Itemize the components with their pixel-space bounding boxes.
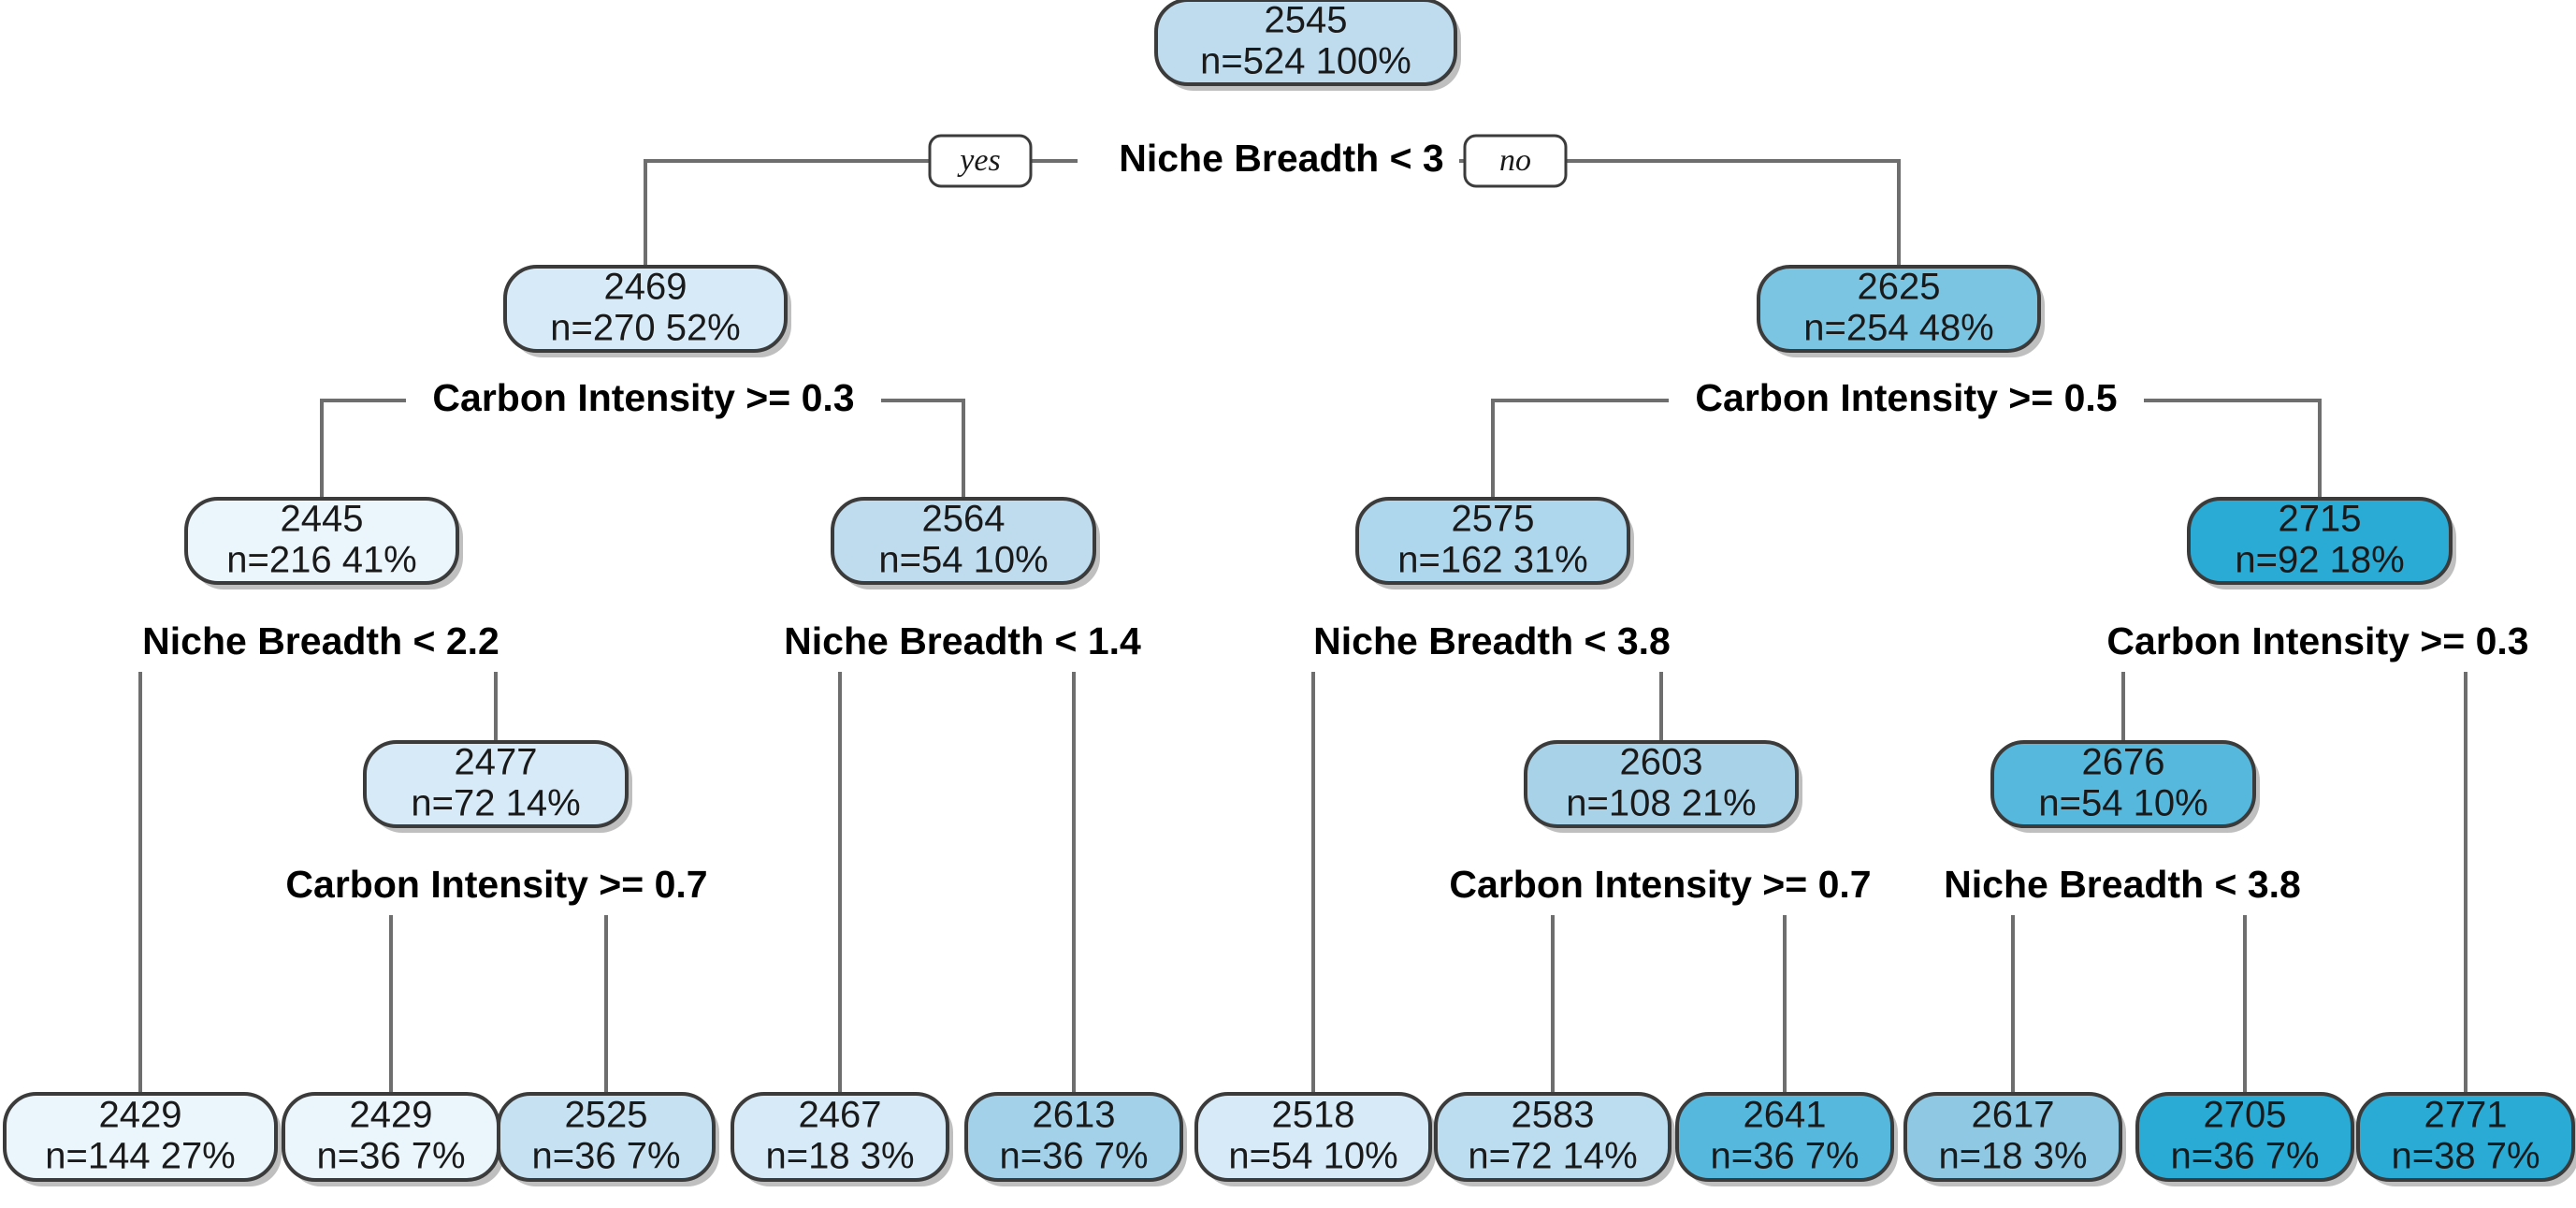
node-value: 2525	[565, 1095, 648, 1136]
tree-node-l2a[interactable]	[184, 497, 459, 585]
node-stats: n=254 48%	[1803, 308, 1994, 349]
node-value: 2564	[922, 499, 1006, 540]
split-label-layer: Niche Breadth < 3 Carbon Intensity >= 0.3…	[137, 132, 2533, 910]
node-stats: n=36 7%	[999, 1136, 1148, 1177]
split-l1b: Carbon Intensity >= 0.5	[1695, 376, 2117, 419]
split-l2a: Niche Breadth < 2.2	[142, 619, 499, 662]
edge-layer	[138, 159, 2467, 1094]
node-value: 2469	[604, 267, 687, 308]
node-stats: n=54 10%	[878, 540, 1048, 581]
split-l2b: Niche Breadth < 1.4	[784, 619, 1141, 662]
tree-edge	[1491, 399, 1669, 499]
tree-node-l3b[interactable]	[1524, 740, 1799, 828]
tree-node-leaf11[interactable]	[2356, 1092, 2575, 1182]
tree-node-leaf4[interactable]	[731, 1092, 949, 1182]
tree-edge-root	[1566, 159, 1901, 267]
node-stats: n=36 7%	[1710, 1136, 1859, 1177]
tree-node-l3a[interactable]	[363, 740, 629, 828]
tree-node-leaf7[interactable]	[1434, 1092, 1672, 1182]
node-stats: n=54 10%	[2038, 783, 2207, 824]
node-value: 2467	[799, 1095, 882, 1136]
node-stats: n=54 10%	[1228, 1136, 1397, 1177]
node-value: 2641	[1744, 1095, 1827, 1136]
tree-node-root[interactable]	[1154, 0, 1457, 86]
node-value: 2575	[1452, 499, 1535, 540]
node-stats: n=18 3%	[765, 1136, 914, 1177]
node-stats: n=216 41%	[226, 540, 417, 581]
tree-node-leaf10[interactable]	[2135, 1092, 2354, 1182]
tree-edge	[881, 399, 965, 499]
tree-node-leaf8[interactable]	[1675, 1092, 1894, 1182]
split-root: Niche Breadth < 3	[1119, 137, 1443, 180]
node-stats: n=72 14%	[411, 783, 580, 824]
node-value: 2625	[1858, 267, 1941, 308]
node-stats: n=36 7%	[316, 1136, 465, 1177]
node-stats: n=524 100%	[1200, 41, 1411, 82]
node-stats: n=92 18%	[2235, 540, 2404, 581]
node-value: 2676	[2082, 742, 2165, 783]
node-stats: n=38 7%	[2391, 1136, 2540, 1177]
tree-node-l2d[interactable]	[2187, 497, 2453, 585]
node-value: 2603	[1620, 742, 1703, 783]
node-stats: n=72 14%	[1468, 1136, 1637, 1177]
tree-node-leaf5[interactable]	[964, 1092, 1183, 1182]
node-stats: n=36 7%	[2170, 1136, 2319, 1177]
node-stats: n=18 3%	[1938, 1136, 2087, 1177]
node-value: 2583	[1512, 1095, 1595, 1136]
node-value: 2545	[1265, 0, 1348, 41]
yes-branch-label: yes	[957, 143, 1000, 178]
node-stats: n=108 21%	[1566, 783, 1757, 824]
tree-node-leaf1[interactable]	[3, 1092, 278, 1182]
node-value: 2613	[1033, 1095, 1116, 1136]
split-l2c: Niche Breadth < 3.8	[1313, 619, 1671, 662]
node-value: 2771	[2424, 1095, 2508, 1136]
node-value: 2705	[2204, 1095, 2287, 1136]
tree-node-leaf9[interactable]	[1903, 1092, 2122, 1182]
node-stats: n=270 52%	[550, 308, 741, 349]
tree-node-l3c[interactable]	[1990, 740, 2256, 828]
split-l2d: Carbon Intensity >= 0.3	[2106, 619, 2528, 662]
node-value: 2445	[281, 499, 364, 540]
node-stats: n=36 7%	[531, 1136, 680, 1177]
node-stats: n=144 27%	[45, 1136, 236, 1177]
node-stats: n=162 31%	[1397, 540, 1588, 581]
tree-edge-root	[644, 159, 930, 267]
node-value: 2518	[1272, 1095, 1355, 1136]
tree-node-leaf3[interactable]	[497, 1092, 716, 1182]
yes-branch-label-box	[928, 134, 1033, 188]
branch-label-layer: yes no	[928, 134, 1568, 188]
split-l1a: Carbon Intensity >= 0.3	[432, 376, 854, 419]
node-value: 2429	[350, 1095, 433, 1136]
node-value: 2429	[99, 1095, 182, 1136]
no-branch-label: no	[1499, 143, 1531, 178]
tree-edge	[320, 399, 406, 499]
tree-node-l2c[interactable]	[1355, 497, 1630, 585]
split-l3b: Carbon Intensity >= 0.7	[1449, 863, 1871, 906]
node-value: 2617	[1972, 1095, 2055, 1136]
tree-node-l1a[interactable]	[503, 265, 788, 353]
node-value: 2477	[455, 742, 538, 783]
node-value: 2715	[2279, 499, 2362, 540]
tree-node-l2b[interactable]	[831, 497, 1096, 585]
tree-edge	[2144, 399, 2322, 499]
tree-node-l1b[interactable]	[1757, 265, 2041, 353]
split-l3a: Carbon Intensity >= 0.7	[285, 863, 707, 906]
no-branch-label-box	[1463, 134, 1568, 188]
split-l3c: Niche Breadth < 3.8	[1944, 863, 2301, 906]
tree-node-leaf6[interactable]	[1194, 1092, 1432, 1182]
